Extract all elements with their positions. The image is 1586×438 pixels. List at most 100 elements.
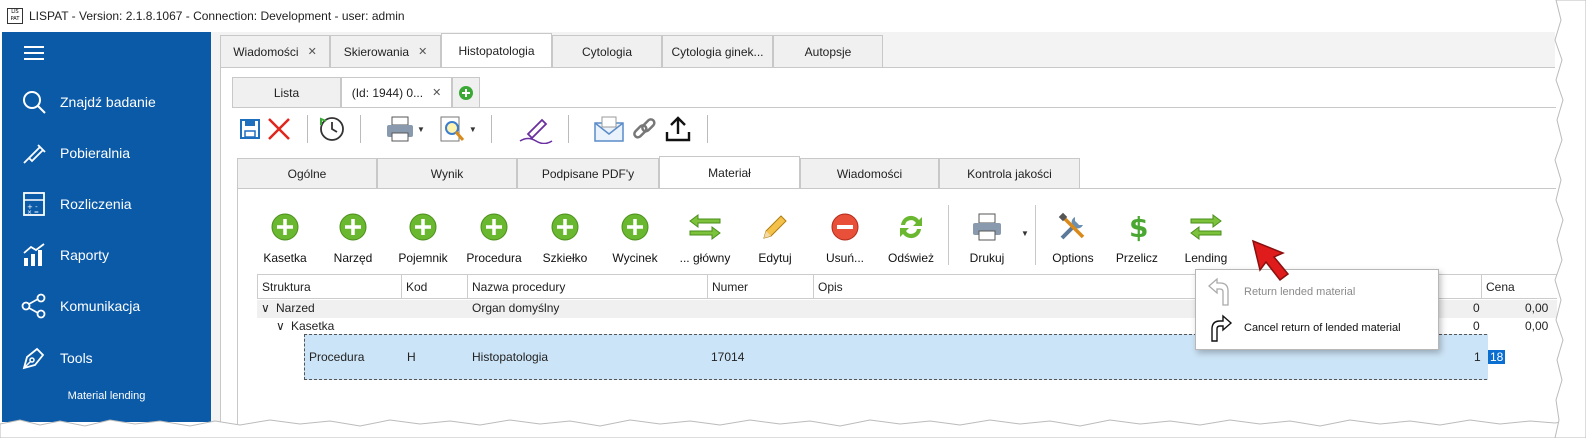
column-header[interactable]: Opis [813,275,1481,299]
sidebar-item-pobieralnia[interactable]: Pobieralnia [2,133,211,173]
tab-autopsje[interactable]: Autopsje [773,35,883,67]
add-kasetka-button[interactable]: Kasetka [252,203,318,269]
tab-wiadomosci[interactable]: Wiadomości ✕ [220,35,330,67]
pen-tool-icon [20,344,48,372]
button-label: Options [1052,251,1094,265]
przelicz-button[interactable]: $ Przelicz [1104,203,1170,269]
printer-icon [969,209,1005,245]
svg-text:$: $ [1129,211,1148,243]
tab-label: Wiadomości [233,44,299,59]
record-toolbar: ▼ ▼ [239,112,718,146]
save-button[interactable] [239,114,261,144]
expand-chevron-icon[interactable]: ∨ [276,319,285,333]
upload-button[interactable] [663,114,693,144]
save-icon [240,119,260,139]
refresh-button[interactable]: Odśwież [880,203,942,269]
history-button[interactable] [318,114,346,144]
sign-button[interactable] [518,114,554,144]
set-main-button[interactable]: ... główny [670,203,740,269]
options-button[interactable]: Options [1042,203,1104,269]
sidebar-item-rozliczenia[interactable]: + -× = Rozliczenia [2,184,211,224]
column-header[interactable]: Nazwa procedury [467,275,707,299]
sidebar-item-tools[interactable]: Tools [2,338,211,378]
edit-button[interactable]: Edytuj [740,203,810,269]
tab-cytologia-ginek[interactable]: Cytologia ginek... [662,35,773,67]
add-szkielko-button[interactable]: Szkiełko [530,203,600,269]
sidebar-item-label: Raporty [60,247,110,263]
tab-wynik[interactable]: Wynik [377,158,517,188]
print-preview-button[interactable]: ▼ [437,114,477,144]
column-header[interactable]: Struktura [257,275,401,299]
printer-icon [387,116,413,142]
link-button[interactable] [629,114,659,144]
sidebar: Znajdź badanie Pobieralnia + -× = Rozlic… [2,32,211,422]
cell-struktura: Kasetka [291,319,335,333]
cell-cena: 0,00 [1525,319,1549,333]
print-material-button[interactable]: Drukuj [955,203,1019,269]
tab-lista[interactable]: Lista [232,77,341,107]
button-label: Procedura [466,251,522,265]
close-icon[interactable]: ✕ [307,46,317,58]
svg-text:× =: × = [27,209,39,216]
cell-qty: 0 [1473,319,1480,333]
material-grid: Struktura Kod Nazwa procedury Numer Opis… [257,274,1557,424]
menu-item-cancel-return[interactable]: Cancel return of lended material [1196,310,1438,346]
add-tab-button[interactable] [452,77,480,107]
divider [1034,205,1036,265]
envelope-icon [594,116,624,142]
chevron-down-icon[interactable]: ▼ [1021,229,1029,238]
cell-qty: 0 [1473,301,1480,315]
add-pojemnik-button[interactable]: Pojemnik [388,203,458,269]
tab-skierowania[interactable]: Skierowania✕ [330,35,441,67]
tab-label: Wiadomości [836,166,903,181]
expand-chevron-icon[interactable]: ∨ [261,301,270,315]
menu-icon[interactable] [24,46,44,64]
sidebar-item-raporty[interactable]: Raporty [2,235,211,275]
cancel-button[interactable] [265,114,293,144]
cell-nazwa: Organ domyślny [472,301,560,315]
sidebar-item-znajdz-badanie[interactable]: Znajdź badanie [2,82,211,122]
red-arrow-cursor-icon [1250,238,1292,287]
column-header[interactable]: Cena [1481,275,1557,299]
sidebar-footer: Material lending [67,390,146,402]
search-icon [20,88,48,116]
detail-tabs: Ogólne Wynik Podpisane PDF'y Materiał Wi… [237,156,1080,188]
tab-ogolne[interactable]: Ogólne [237,158,377,188]
print-button[interactable]: ▼ [385,114,425,144]
lending-button[interactable]: Lending [1170,203,1242,269]
chevron-down-icon[interactable]: ▼ [417,124,425,134]
tab-material[interactable]: Materiał [659,156,800,188]
tab-label: Podpisane PDF'y [541,166,635,181]
tab-label: Lista [273,85,300,100]
button-label: Wycinek [612,251,658,265]
link-icon [632,118,656,139]
tab-wiadomosci-detail[interactable]: Wiadomości [800,158,939,188]
send-mail-button[interactable] [593,114,625,144]
column-header[interactable]: Numer [707,275,813,299]
button-label: Edytuj [758,251,792,265]
menu-item-return-lended[interactable]: Return lended material [1196,274,1438,310]
tab-label: Kontrola jakości [967,166,1052,181]
delete-button[interactable]: Usuń... [810,203,880,269]
tab-cytologia[interactable]: Cytologia [552,35,662,67]
pencil-icon [757,209,793,245]
tab-histopatologia[interactable]: Histopatologia [441,33,552,67]
add-procedura-button[interactable]: Procedura [458,203,530,269]
add-wycinek-button[interactable]: Wycinek [600,203,670,269]
cena-edit-value[interactable]: 18 [1488,350,1506,364]
divider [360,115,361,143]
close-icon[interactable]: ✕ [432,87,442,99]
redo-arrow-icon [1204,312,1236,344]
sidebar-item-komunikacja[interactable]: Komunikacja [2,286,211,326]
tab-podpisane-pdfy[interactable]: Podpisane PDF'y [517,158,659,188]
tab-record[interactable]: (Id: 1944) 0...✕ [341,77,452,107]
window-title: LISPAT - Version: 2.1.8.1067 - Connectio… [29,9,405,23]
tab-kontrola-jakosci[interactable]: Kontrola jakości [939,158,1080,188]
close-icon[interactable]: ✕ [418,46,428,58]
add-narzad-button[interactable]: Narzęd [318,203,388,269]
share-icon [20,292,48,320]
chevron-down-icon[interactable]: ▼ [468,124,477,134]
main-area: Wiadomości✕ Skierowania✕ Histopatologia … [211,32,1557,424]
column-header[interactable]: Kod [401,275,467,299]
cell-kod: H [407,350,416,364]
